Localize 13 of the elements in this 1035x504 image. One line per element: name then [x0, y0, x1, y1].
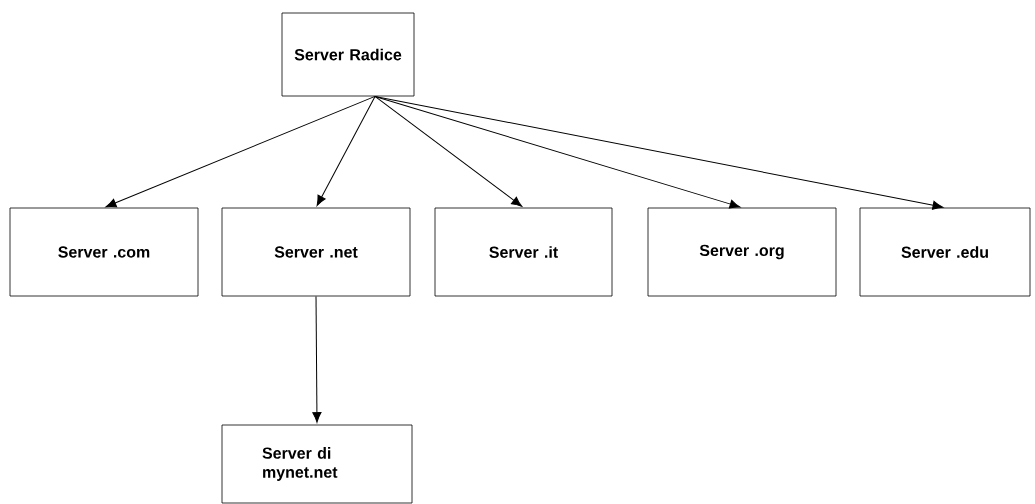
server-box: Server .it — [434, 207, 613, 297]
arrow — [316, 95, 376, 206]
server-box: Server .net — [221, 207, 411, 297]
arrow — [374, 95, 523, 207]
arrow — [374, 95, 944, 210]
server-box: Server di mynet.net — [221, 424, 413, 504]
arrow — [374, 95, 741, 209]
server-box: Server .com — [9, 207, 199, 297]
server-box: Server .org — [647, 207, 837, 297]
arrow — [105, 95, 376, 208]
arrow — [312, 295, 322, 423]
server-box: Server Radice — [281, 12, 415, 97]
server-box: Server .edu — [859, 207, 1031, 297]
